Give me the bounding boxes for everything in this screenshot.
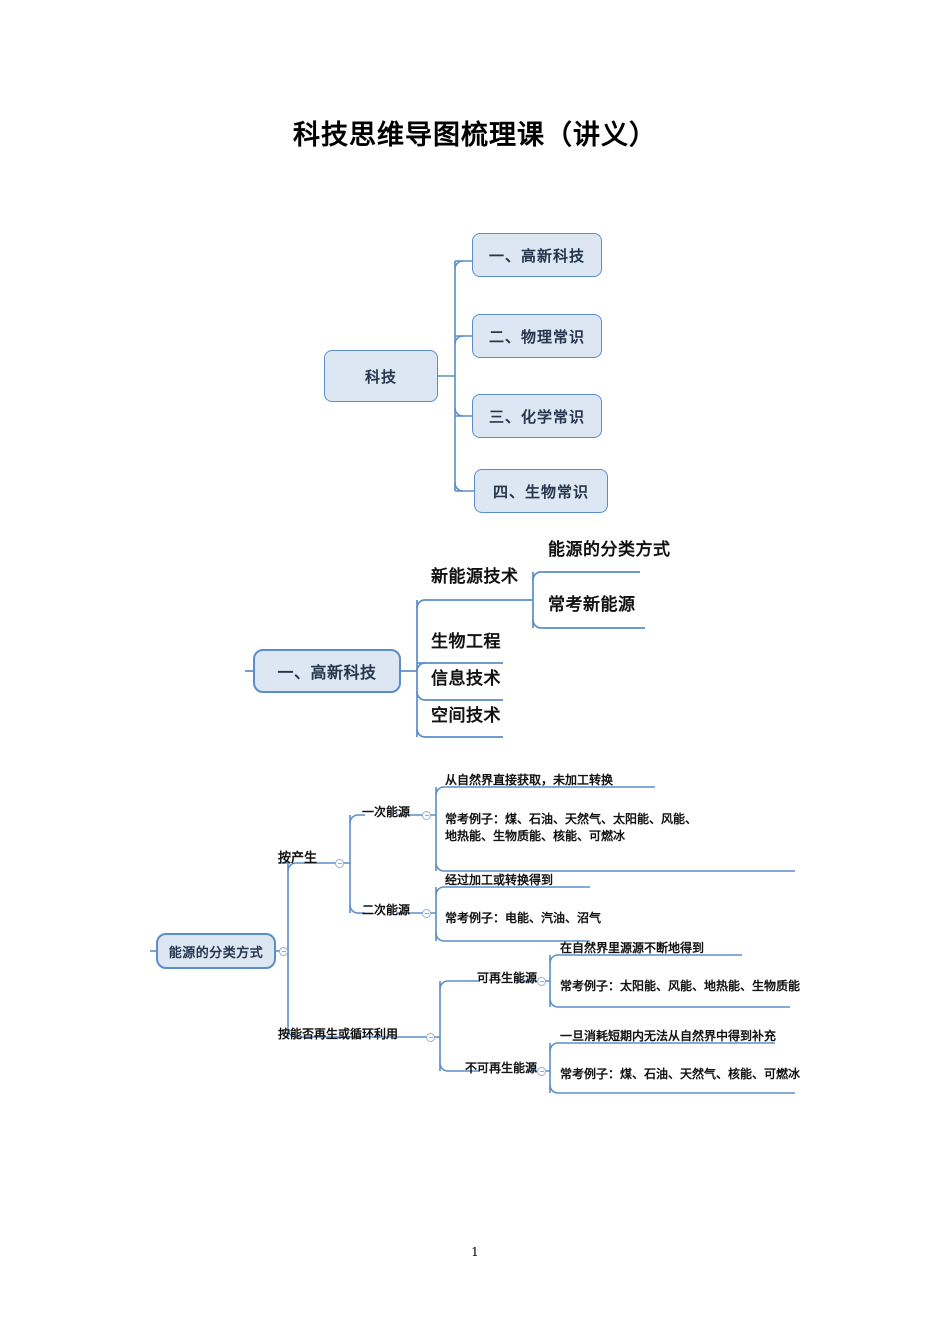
node-label: 生物工程 (431, 632, 501, 652)
node-label: 一、高新科技 (488, 246, 585, 265)
node-label: 按能否再生或循环利用 (278, 1027, 399, 1041)
mindmap-gaoxin-keji-grandchild-1[interactable]: 能源的分类方式 (548, 540, 671, 561)
node-label: 常考例子：煤、石油、天然气、核能、可燃冰 (560, 1067, 801, 1081)
collapse-toggle-root[interactable] (279, 947, 288, 956)
mindmap-nengyuan-detail-1-1-a[interactable]: 从自然界直接获取，未加工转换 (445, 773, 613, 788)
node-label: 能源的分类方式 (548, 540, 671, 560)
mindmap-nengyuan-detail-2-1-a[interactable]: 在自然界里源源不断地得到 (560, 941, 704, 956)
node-label: 二、物理常识 (488, 327, 585, 346)
mindmap-gaoxin-keji-grandchild-2[interactable]: 常考新能源 (548, 595, 636, 616)
collapse-toggle-child-2-2[interactable] (537, 1067, 546, 1076)
mindmap-gaoxin-keji-child-4[interactable]: 空间技术 (431, 706, 501, 727)
mindmap-nengyuan-detail-1-2-a[interactable]: 经过加工或转换得到 (445, 873, 553, 888)
mindmap-gaoxin-keji-child-1[interactable]: 新能源技术 (431, 567, 519, 588)
mindmap-nengyuan-branch-1-label[interactable]: 按产生 (278, 851, 317, 867)
node-label: 空间技术 (431, 706, 501, 726)
node-label: 常考例子：煤、石油、天然气、太阳能、风能、地热能、生物质能、核能、可燃冰 (445, 812, 698, 844)
mindmap-nengyuan-child-2-2-label[interactable]: 不可再生能源 (465, 1061, 537, 1076)
node-label: 二次能源 (362, 903, 411, 917)
node-label: 可再生能源 (477, 971, 538, 985)
node-label: 一、高新科技 (277, 663, 377, 682)
mindmap-nengyuan-fenlei: 能源的分类方式 按产生 一次能源 从自然界直接获取，未加工转换 常考例子：煤、石… (150, 773, 810, 1095)
mindmap-gaoxin-keji-connectors (245, 571, 645, 738)
mindmap-nengyuan-detail-2-2-b[interactable]: 常考例子：煤、石油、天然气、核能、可燃冰 (560, 1067, 800, 1082)
mindmap-keji-child-4[interactable]: 四、生物常识 (474, 469, 608, 513)
mindmap-nengyuan-detail-1-2-b[interactable]: 常考例子：电能、汽油、沼气 (445, 911, 601, 926)
node-label: 科技 (364, 367, 397, 386)
mindmap-gaoxin-keji-child-2[interactable]: 生物工程 (431, 632, 501, 653)
mindmap-gaoxin-keji: 一、高新科技 新能源技术 生物工程 信息技术 空间技术 能源的分类方式 常考新能… (245, 540, 720, 753)
mindmap-keji-connectors (438, 260, 474, 492)
node-label: 能源的分类方式 (168, 945, 264, 961)
node-label: 经过加工或转换得到 (445, 873, 554, 887)
collapse-toggle-child-1-2[interactable] (422, 909, 431, 918)
mindmap-gaoxin-keji-child-3[interactable]: 信息技术 (431, 669, 501, 690)
mindmap-nengyuan-child-2-1-label[interactable]: 可再生能源 (477, 971, 537, 986)
mindmap-gaoxin-keji-root[interactable]: 一、高新科技 (253, 649, 401, 693)
node-label: 一次能源 (362, 805, 411, 819)
node-label: 四、生物常识 (492, 482, 589, 501)
mindmap-nengyuan-child-1-1-label[interactable]: 一次能源 (362, 805, 410, 820)
mindmap-keji-child-3[interactable]: 三、化学常识 (472, 394, 602, 438)
mindmap-nengyuan-detail-2-1-b[interactable]: 常考例子：太阳能、风能、地热能、生物质能 (560, 979, 800, 994)
node-label: 按产生 (278, 851, 318, 866)
mindmap-keji-root[interactable]: 科技 (324, 350, 438, 402)
node-label: 从自然界直接获取，未加工转换 (445, 773, 614, 787)
node-label: 常考新能源 (548, 595, 636, 615)
mindmap-nengyuan-child-1-2-label[interactable]: 二次能源 (362, 903, 410, 918)
collapse-toggle-branch-1[interactable] (335, 859, 344, 868)
page-number: 1 (471, 1245, 479, 1259)
node-label: 一旦消耗短期内无法从自然界中得到补充 (560, 1029, 777, 1043)
mindmap-nengyuan-detail-2-2-a[interactable]: 一旦消耗短期内无法从自然界中得到补充 (560, 1029, 776, 1044)
node-label: 三、化学常识 (488, 407, 585, 426)
collapse-toggle-child-2-1[interactable] (537, 977, 546, 986)
node-label: 在自然界里源源不断地得到 (560, 941, 705, 955)
node-label: 常考例子：电能、汽油、沼气 (445, 911, 602, 925)
mindmap-keji: 科技 一、高新科技 二、物理常识 三、化学常识 四、生物常识 (320, 220, 640, 540)
mindmap-nengyuan-detail-1-1-b[interactable]: 常考例子：煤、石油、天然气、太阳能、风能、地热能、生物质能、核能、可燃冰 (445, 811, 707, 846)
collapse-toggle-branch-2[interactable] (426, 1033, 435, 1042)
collapse-toggle-child-1-1[interactable] (422, 811, 431, 820)
node-label: 常考例子：太阳能、风能、地热能、生物质能 (560, 979, 801, 993)
mindmap-keji-child-2[interactable]: 二、物理常识 (472, 314, 602, 358)
node-label: 新能源技术 (431, 567, 519, 587)
node-label: 不可再生能源 (465, 1061, 538, 1075)
mindmap-keji-child-1[interactable]: 一、高新科技 (472, 233, 602, 277)
mindmap-nengyuan-branch-2-label[interactable]: 按能否再生或循环利用 (278, 1027, 398, 1042)
page-title: 科技思维导图梳理课（讲义） (293, 120, 657, 151)
mindmap-nengyuan-fenlei-root[interactable]: 能源的分类方式 (156, 933, 276, 969)
node-label: 信息技术 (431, 669, 501, 689)
